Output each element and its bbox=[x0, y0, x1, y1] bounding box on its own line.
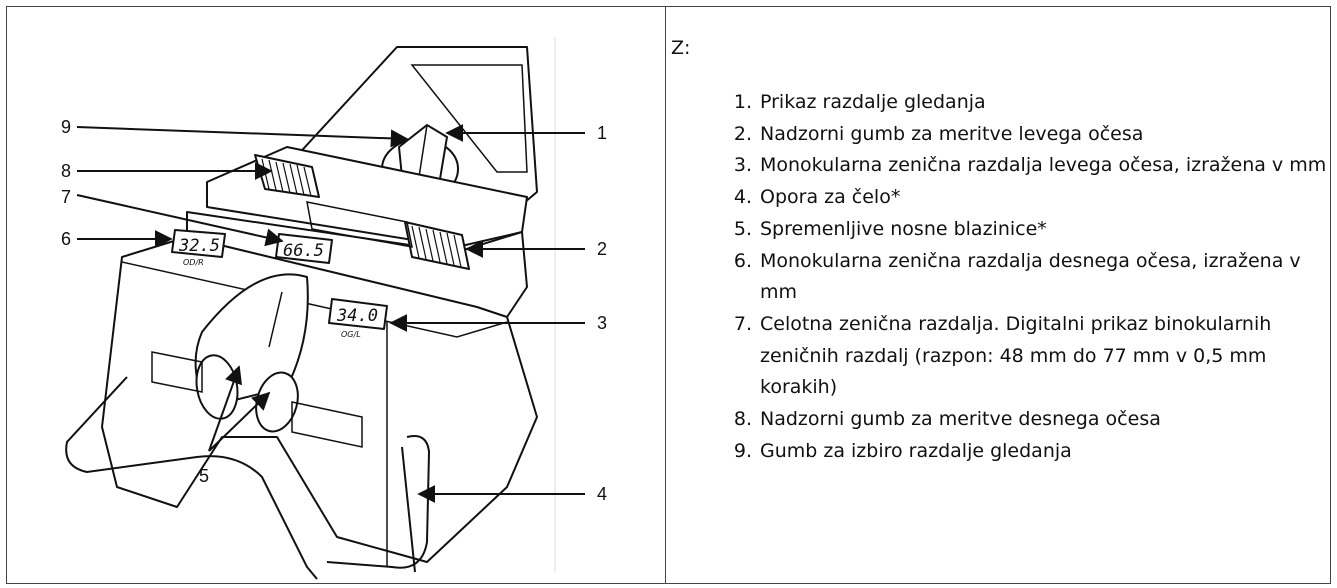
legend-item-text: Monokularna zenična razdalja levega očes… bbox=[760, 154, 1327, 177]
callout-7: 7 bbox=[61, 187, 71, 207]
leader-7 bbox=[76, 194, 284, 247]
legend-item-number: 1. bbox=[733, 91, 752, 113]
callout-3: 3 bbox=[597, 313, 607, 333]
front-slot-left bbox=[291, 401, 363, 448]
forehead-rest-wire-inner bbox=[401, 446, 416, 573]
legend-item-number: 8. bbox=[733, 408, 752, 431]
legend-item: 7. Celotna zenična razdalja. Digitalni pr… bbox=[726, 309, 1331, 404]
callout-9: 9 bbox=[61, 117, 71, 137]
callout-2: 2 bbox=[597, 239, 607, 259]
forehead-rest-wire-left bbox=[65, 376, 318, 580]
display-total-frame bbox=[275, 233, 333, 264]
leader-5b bbox=[208, 391, 271, 452]
figure-table: 32.5 OD/R 66.5 34.0 OG/L bbox=[6, 6, 1331, 584]
display-left-eye-value: 34.0 bbox=[336, 306, 378, 326]
nose-ridge bbox=[268, 291, 283, 348]
legend-item-text: Celotna zenična razdalja. Digitalni prik… bbox=[760, 312, 1272, 399]
knob-ridge bbox=[418, 124, 428, 178]
legend-item: 2. Nadzorni gumb za meritve levega očesa bbox=[726, 119, 1331, 151]
legend-item: 9. Gumb za izbiro razdalje gledanja bbox=[726, 436, 1331, 468]
display-left-eye: 34.0 OG/L bbox=[328, 298, 388, 339]
legend-item-number: 2. bbox=[733, 122, 752, 145]
legend-heading: Z: bbox=[671, 37, 691, 59]
display-total: 66.5 bbox=[275, 233, 333, 264]
display-right-eye-value: 32.5 bbox=[178, 236, 220, 256]
legend-item-text: Spremenljive nosne blazinice* bbox=[760, 217, 1047, 240]
display-left-eye-sub: OG/L bbox=[341, 330, 361, 339]
legend-item: 8. Nadzorni gumb za meritve desnega očesa bbox=[726, 404, 1331, 436]
callout-4: 4 bbox=[597, 484, 607, 504]
legend-item-text: Opora za čelo* bbox=[760, 186, 901, 209]
callout-1: 1 bbox=[597, 123, 607, 143]
legend-item: 3. Monokularna zenična razdalja levega oč… bbox=[726, 150, 1331, 182]
legend-item-text: Nadzorni gumb za meritve desnega očesa bbox=[760, 408, 1161, 431]
leader-9 bbox=[76, 126, 409, 148]
legend-item-text: Nadzorni gumb za meritve levega očesa bbox=[760, 122, 1144, 145]
legend-cell: Z: 1. Prikaz razdalje gledanja 2. Nadzorni… bbox=[666, 7, 1330, 583]
display-right-eye-frame bbox=[171, 229, 226, 258]
display-left-eye-frame bbox=[328, 298, 388, 330]
callout-5: 5 bbox=[199, 466, 209, 486]
slider-track bbox=[306, 201, 413, 248]
back-plate-window bbox=[410, 64, 528, 173]
legend-item-number: 5. bbox=[733, 217, 752, 240]
callout-6: 6 bbox=[61, 229, 71, 249]
device-illustration: 32.5 OD/R 66.5 34.0 OG/L bbox=[61, 37, 607, 580]
display-right-eye-sub: OD/R bbox=[183, 258, 204, 267]
legend-item: 5. Spremenljive nosne blazinice* bbox=[726, 214, 1331, 246]
legend-item-text: Gumb za izbiro razdalje gledanja bbox=[760, 439, 1072, 462]
callout-8: 8 bbox=[61, 161, 71, 181]
legend-list: 1. Prikaz razdalje gledanja 2. Nadzorni gu… bbox=[726, 87, 1331, 467]
legend-item-number: 6. bbox=[733, 249, 752, 272]
legend-item: 6. Monokularna zenična razdalja desnega o… bbox=[726, 246, 1331, 309]
display-right-eye: 32.5 OD/R bbox=[171, 229, 226, 267]
deck-edge bbox=[121, 261, 508, 338]
legend-item-text: Monokularna zenična razdalja desnega oče… bbox=[760, 249, 1301, 304]
leader-5a bbox=[208, 365, 243, 452]
display-total-value: 66.5 bbox=[283, 241, 324, 261]
legend-item-number: 9. bbox=[733, 439, 752, 462]
front-slot-right bbox=[151, 351, 203, 393]
forehead-rest-wire-right bbox=[326, 435, 431, 569]
legend-item: 1. Prikaz razdalje gledanja bbox=[726, 87, 1331, 119]
legend-item-number: 3. bbox=[733, 154, 752, 177]
legend-item-text: Prikaz razdalje gledanja bbox=[760, 91, 986, 113]
legend-item-number: 7. bbox=[733, 312, 752, 335]
device-figure-cell: 32.5 OD/R 66.5 34.0 OG/L bbox=[7, 7, 666, 583]
legend-item-number: 4. bbox=[733, 186, 752, 209]
legend-item: 4. Opora za čelo* bbox=[726, 182, 1331, 214]
